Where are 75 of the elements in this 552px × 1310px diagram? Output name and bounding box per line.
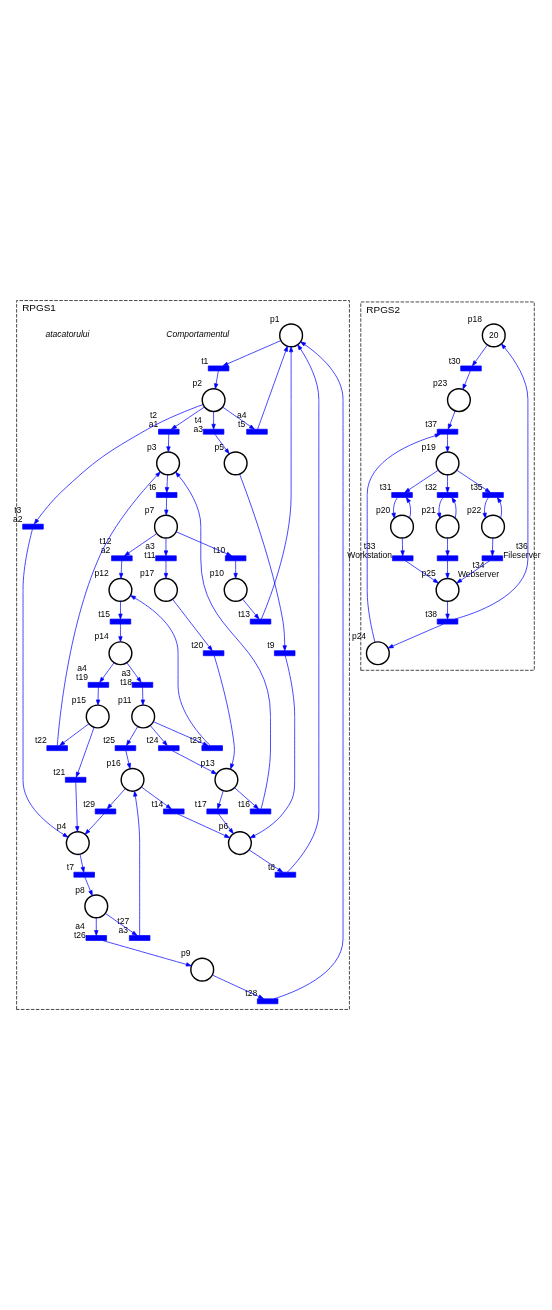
node-label: p14: [94, 631, 109, 642]
node-label: t1: [201, 355, 209, 366]
node-label: t17: [194, 798, 207, 809]
node-label: p4: [56, 821, 67, 832]
node-label: t15: [98, 608, 111, 619]
node-label: t25: [103, 735, 115, 746]
node-label: a2: [12, 513, 23, 524]
node-label: t36: [515, 541, 528, 552]
node-label: t35: [470, 482, 483, 493]
node-label: p20: [376, 504, 391, 515]
node-label: t21: [53, 766, 66, 777]
node-label: a4: [77, 662, 87, 673]
label: atacatorului: [45, 328, 90, 339]
node-label: p12: [94, 568, 109, 579]
node-label: t20: [191, 640, 204, 651]
node-label: t13: [238, 608, 251, 619]
node-label: t7: [66, 861, 74, 872]
node-label: p13: [200, 758, 215, 768]
node-label: t33: [363, 541, 376, 552]
node-label: t19: [76, 671, 88, 682]
node-label: a3: [118, 925, 129, 936]
node-label: t14: [151, 798, 164, 809]
node-label: t30: [448, 355, 461, 366]
node-label: t22: [34, 735, 47, 746]
node-label: p21: [421, 504, 436, 515]
node-label: a3: [145, 541, 155, 552]
node-label: t38: [425, 608, 438, 619]
node-label: p5: [214, 441, 225, 452]
node-label: Webserver: [457, 568, 499, 579]
node-label: p18: [467, 313, 483, 324]
node-label: p17: [140, 568, 155, 579]
node-label: p8: [75, 884, 85, 895]
node-label: t5: [238, 418, 246, 429]
node-label: Workstation: [347, 550, 393, 561]
node-label: p2: [192, 378, 202, 389]
label: Comportamentul: [166, 328, 230, 339]
node-label: a3: [121, 667, 131, 678]
node-label: t34: [472, 559, 485, 570]
node-label: p23: [432, 378, 448, 389]
node-label: t6: [149, 482, 157, 493]
node-label: t8: [268, 861, 276, 872]
node-label: t27: [117, 915, 130, 926]
node-label: t37: [425, 418, 438, 429]
node-label: t11: [144, 550, 156, 561]
node-label: p11: [117, 694, 132, 705]
node-label: a2: [100, 545, 111, 556]
node-label: a4: [236, 409, 247, 420]
node-label: t31: [379, 482, 392, 493]
node-label: p19: [421, 441, 436, 452]
node-label: t3: [14, 504, 22, 515]
node-label: t18: [120, 676, 133, 687]
node-label: p1: [270, 313, 280, 324]
node-label: p16: [106, 758, 121, 768]
node-label: p6: [218, 821, 229, 832]
node-label: t32: [425, 482, 438, 493]
node-label: p22: [467, 504, 482, 515]
node-label: p25: [421, 568, 436, 579]
node-label: t26: [74, 930, 86, 941]
node-label: p7: [144, 504, 155, 515]
node-label: p15: [71, 694, 86, 705]
node-label: t9: [267, 640, 275, 651]
node-label: p24: [351, 631, 367, 642]
node-label: t2: [149, 409, 158, 420]
node-label: Fileserver: [503, 550, 541, 561]
node-label: t12: [99, 536, 112, 547]
node-label: a1: [148, 418, 159, 429]
node-label: t4: [194, 414, 202, 425]
node-label: a4: [75, 920, 85, 931]
node-label: p9: [181, 947, 191, 958]
node-label: t24: [146, 735, 159, 746]
node-label: t16: [238, 798, 251, 809]
node-label: a3: [193, 423, 204, 434]
node-label: p10: [209, 568, 224, 579]
node-label: t29: [83, 798, 96, 809]
node-label: p3: [147, 441, 157, 452]
